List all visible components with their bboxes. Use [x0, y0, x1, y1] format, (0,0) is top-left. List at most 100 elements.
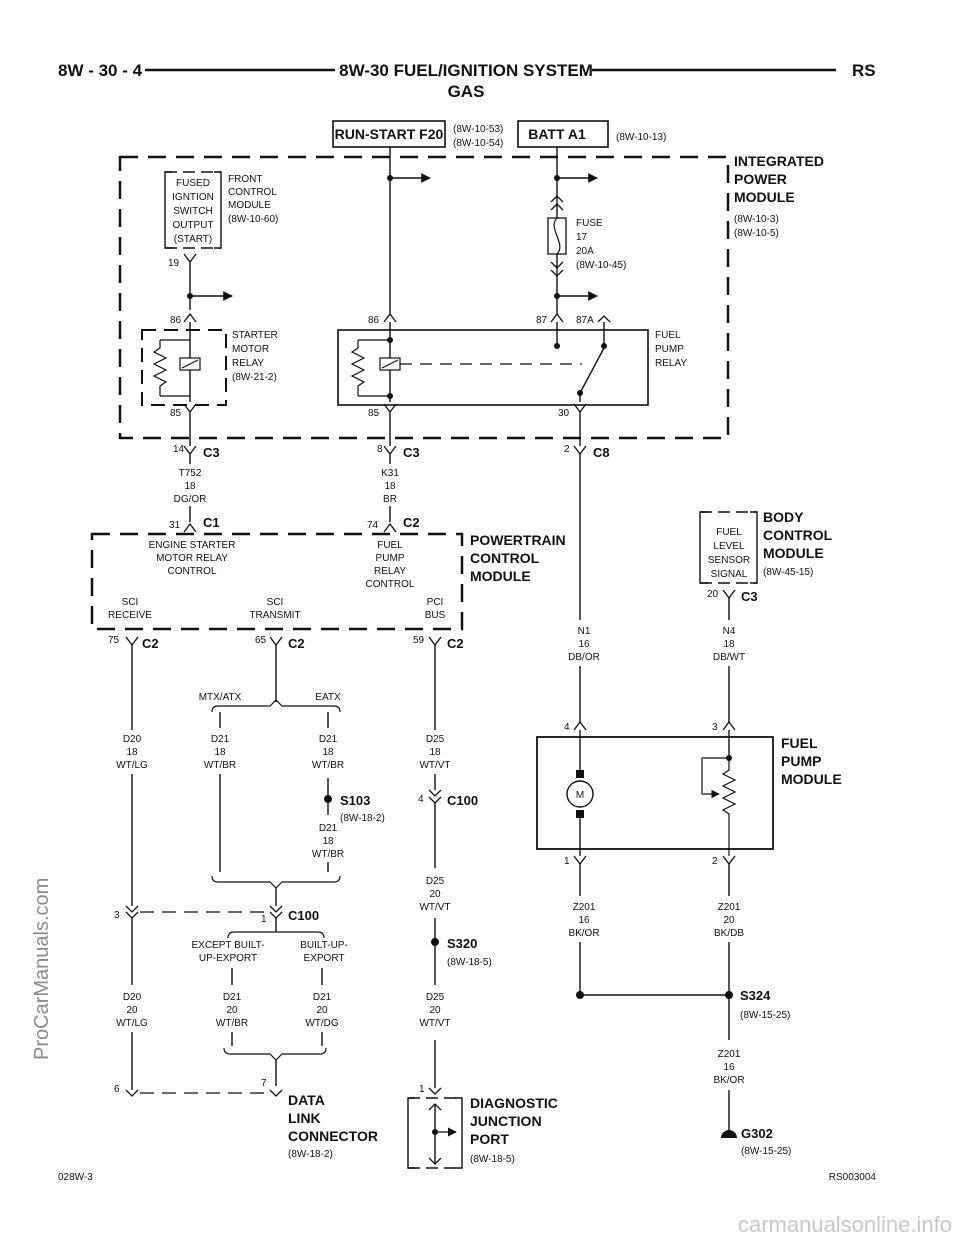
data-link-connector: 6 7 DATA LINK CONNECTOR (8W-18-2) — [114, 1078, 378, 1160]
box-text: LEVEL — [713, 541, 745, 552]
djp-name: PORT — [470, 1131, 509, 1147]
relay-text: MOTOR — [232, 344, 269, 355]
box-text: SENSOR — [708, 555, 750, 566]
pin-label: 1 — [419, 1084, 425, 1095]
splice-label: S103 — [340, 793, 370, 808]
batt-fuse-label: BATT A1 — [528, 126, 586, 142]
relay-text: FUEL — [655, 330, 681, 341]
fcm-text: CONTROL — [228, 187, 277, 198]
wire-code: D25 — [426, 876, 445, 887]
variant-label: EXCEPT BUILT- — [192, 940, 265, 951]
variant-label: EXPORT — [304, 953, 345, 964]
pin-label: 4 — [418, 794, 424, 805]
wire-gauge: 20 — [226, 1005, 238, 1016]
wire-gauge: 18 — [723, 639, 735, 650]
ipm-connectors: 14 C3 8 C3 2 C8 — [173, 444, 610, 460]
ref-text: (8W-10-54) — [453, 138, 503, 149]
relay-text: RELAY — [655, 358, 687, 369]
wire-code: D21 — [319, 734, 338, 745]
wire-code: D25 — [426, 992, 445, 1003]
relay-text: RELAY — [232, 358, 264, 369]
powertrain-control-module: 31 C1 74 C2 POWERTRAIN CONTROL MODULE EN… — [90, 515, 566, 651]
box-text: FUEL — [716, 527, 742, 538]
wire-color: DB/OR — [568, 652, 600, 663]
ref-text: (8W-45-15) — [763, 567, 813, 578]
run-start-fuse-label: RUN-START F20 — [335, 126, 444, 142]
ref-text: (8W-15-25) — [741, 1146, 791, 1157]
ref-text: (8W-10-13) — [616, 132, 666, 143]
pcm-name: MODULE — [470, 568, 531, 584]
wire-code: Z201 — [718, 902, 741, 913]
page-header: 8W - 30 - 4 8W-30 FUEL/IGNITION SYSTEM R… — [58, 61, 876, 101]
pin-label: 74 — [367, 520, 379, 531]
wire-gauge: 16 — [723, 1062, 735, 1073]
wire-color: WT/DG — [305, 1018, 339, 1029]
wire-color: DG/OR — [174, 494, 207, 505]
wire-gauge: 20 — [316, 1005, 328, 1016]
connector-label: C1 — [203, 515, 220, 530]
wire-gauge: 16 — [578, 915, 590, 926]
pin-label: 75 — [108, 635, 120, 646]
pcm-pin-function: RECEIVE — [108, 610, 152, 621]
pin-label: 8 — [377, 444, 383, 455]
wire-color: WT/VT — [419, 902, 450, 913]
pin-label: 20 — [707, 589, 719, 600]
pin-label: 3 — [712, 722, 718, 733]
wire-color: DB/WT — [713, 652, 745, 663]
djp-name: DIAGNOSTIC — [470, 1095, 558, 1111]
pin-label: 3 — [114, 910, 120, 921]
fcm-text: FRONT — [228, 174, 262, 185]
pin-label: 1 — [261, 914, 267, 925]
wire-code: D25 — [426, 734, 445, 745]
figure-id: RS003004 — [829, 1172, 877, 1183]
pin-label: 30 — [558, 408, 570, 419]
relay-text: (8W-21-2) — [232, 372, 277, 383]
motor-label: M — [576, 790, 584, 801]
connector-label: C2 — [288, 636, 305, 651]
ref-text: (8W-10-53) — [453, 124, 503, 135]
relay-text: STARTER — [232, 330, 278, 341]
pcm-name: POWERTRAIN — [470, 532, 566, 548]
wire-gauge: 18 — [214, 747, 226, 758]
wire-color: WT/BR — [204, 760, 236, 771]
wire-gauge: 16 — [578, 639, 590, 650]
box-text: FUSED — [176, 178, 210, 189]
pin-label: 85 — [368, 408, 380, 419]
box-text: SWITCH — [173, 206, 212, 217]
wire-color: WT/VT — [419, 1018, 450, 1029]
variant-label: BUILT-UP- — [300, 940, 348, 951]
ipm-to-pcm-wires: T752 18 DG/OR K31 18 BR — [174, 454, 581, 620]
pcm-pin-function: CONTROL — [168, 566, 217, 577]
dlc-name: CONNECTOR — [288, 1128, 378, 1144]
ref-text: (8W-18-2) — [340, 813, 385, 824]
ground-icon — [721, 1130, 737, 1138]
wire-gauge: 18 — [384, 481, 396, 492]
connector-label: C3 — [203, 445, 220, 460]
wire-gauge: 18 — [322, 747, 334, 758]
wire-color: WT/LG — [116, 760, 148, 771]
section-code: RS — [852, 61, 876, 80]
wire-code: D21 — [313, 992, 332, 1003]
left-watermark: ProCarManuals.com — [31, 878, 53, 1060]
variant-label: EATX — [315, 692, 341, 703]
pcm-pin-function: SCI — [267, 597, 284, 608]
wire-code: Z201 — [573, 902, 596, 913]
pin-label: 19 — [168, 258, 180, 269]
pin-label: 85 — [170, 408, 182, 419]
page-subtitle: GAS — [448, 82, 485, 101]
wire-gauge: 20 — [723, 915, 735, 926]
pcm-pin-function: ENGINE STARTER — [149, 540, 236, 551]
pin-label: 14 — [173, 444, 185, 455]
pcm-pin-function: PUMP — [376, 553, 405, 564]
wire-gauge: 18 — [184, 481, 196, 492]
ref-text: (8W-10-5) — [734, 228, 779, 239]
pin-label: 2 — [564, 444, 570, 455]
ipm-name: INTEGRATED — [734, 153, 824, 169]
connector-label: C3 — [403, 445, 420, 460]
connector-label: C100 — [288, 908, 319, 923]
motor-icon — [566, 780, 594, 808]
wire-gauge: 18 — [429, 747, 441, 758]
wire-code: T752 — [179, 468, 202, 479]
wire-color: WT/BR — [216, 1018, 248, 1029]
